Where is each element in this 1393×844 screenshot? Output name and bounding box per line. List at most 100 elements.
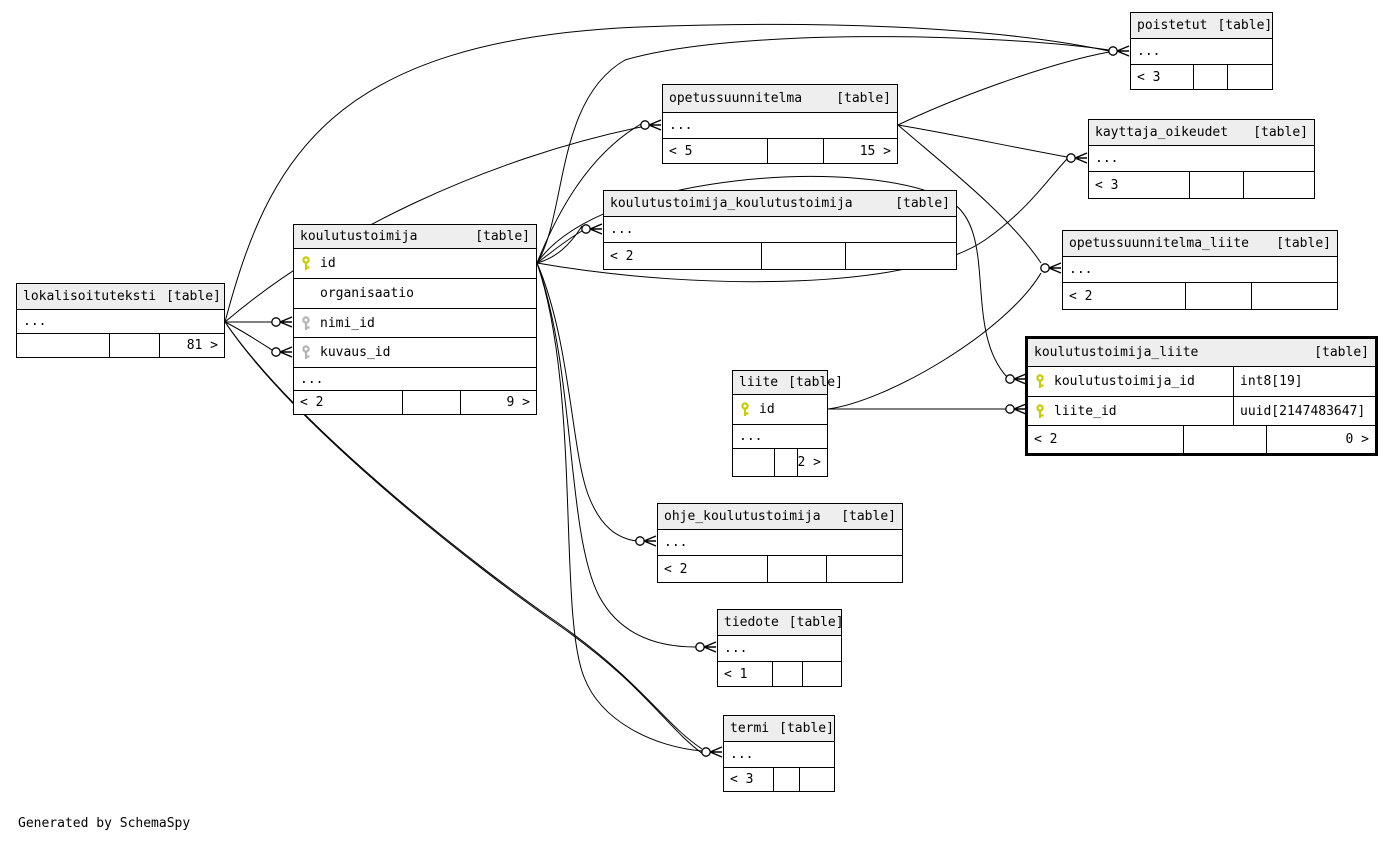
child-count bbox=[800, 768, 834, 791]
table-kayttaja_oikeudet[interactable]: kayttaja_oikeudet[table]...< 3 bbox=[1088, 119, 1315, 199]
crowfoot-arrow-icon bbox=[1074, 152, 1088, 164]
column-type: uuid[2147483647] bbox=[1233, 397, 1375, 425]
cardinality-circle-icon bbox=[640, 120, 650, 130]
crowfoot-arrow-icon bbox=[643, 535, 657, 547]
cardinality-circle-icon bbox=[1108, 46, 1118, 56]
relationship-edge-lokalisoituteksti-to-koulutustoimija.kuvaus_id bbox=[224, 321, 273, 351]
footer-mid-cell bbox=[774, 768, 800, 791]
table-header-koulutustoimija: koulutustoimija [table] bbox=[294, 225, 536, 249]
relationship-edge-koulutustoimija.id-to-koulutustoimija_koulutustoimija bbox=[536, 230, 583, 264]
table-header-opetussuunnitelma_liite: opetussuunnitelma_liite[table] bbox=[1063, 231, 1337, 257]
column-name: kuvaus_id bbox=[320, 345, 391, 360]
child-count bbox=[1228, 65, 1272, 89]
table-koulutustoimija_koulutustoimija[interactable]: koulutustoimija_koulutustoimija[table]..… bbox=[603, 190, 957, 270]
child-count: 81 > bbox=[186, 338, 218, 353]
table-header-kayttaja_oikeudet: kayttaja_oikeudet [table] bbox=[1089, 120, 1314, 146]
table-name: liite bbox=[739, 375, 779, 390]
crowfoot-arrow-icon bbox=[703, 641, 717, 653]
table-header-poistetut: poistetut[table] bbox=[1131, 13, 1272, 39]
footer-mid-cell bbox=[775, 449, 798, 476]
table-tag: [table] bbox=[1253, 125, 1308, 140]
foreign-key-icon bbox=[300, 315, 320, 331]
foreign-key-icon bbox=[300, 345, 320, 360]
table-name: opetussuunnitelma_liite bbox=[1069, 236, 1250, 251]
column-type: int8[19] bbox=[1233, 367, 1375, 396]
parent-count: < 2 bbox=[604, 243, 762, 269]
child-count bbox=[846, 243, 956, 269]
footer-mid-cell bbox=[1194, 65, 1228, 89]
child-count bbox=[827, 556, 902, 582]
footer-mid-cell bbox=[762, 243, 846, 269]
ellipsis-label: ... bbox=[300, 371, 324, 387]
ellipsis-label: ... bbox=[730, 747, 754, 762]
table-header-lokalisoituteksti: lokalisoituteksti[table] bbox=[17, 284, 224, 310]
row-ellipsis: ... bbox=[1131, 39, 1272, 65]
parent-count: < 2 bbox=[294, 391, 403, 414]
table-footer-tiedote: < 1 bbox=[718, 662, 841, 686]
parent-count bbox=[733, 449, 775, 476]
crowfoot-arrow-icon bbox=[1013, 373, 1027, 385]
relationship-edge-koulutustoimija.id-to-ohje_koulutustoimija bbox=[536, 262, 637, 542]
table-lokalisoituteksti[interactable]: lokalisoituteksti[table]...81 > bbox=[16, 283, 225, 358]
table-footer-koulutustoimija_koulutustoimija: < 2 bbox=[604, 243, 956, 269]
table-name: kayttaja_oikeudet bbox=[1095, 125, 1229, 140]
ellipsis-label: ... bbox=[669, 118, 693, 133]
relationship-edge-opetussuunnitelma-to-opetussuunnitelma_liite bbox=[897, 124, 1042, 264]
ellipsis-label: ... bbox=[1069, 262, 1093, 277]
column-row-liite_id: liite_id uuid[2147483647] bbox=[1028, 397, 1375, 426]
relationship-edge-liite.id-to-opetussuunnitelma_liite bbox=[827, 272, 1042, 410]
crowfoot-arrow-icon bbox=[1116, 45, 1130, 57]
table-poistetut[interactable]: poistetut[table]...< 3 bbox=[1130, 12, 1273, 90]
ellipsis-label: ... bbox=[739, 429, 763, 444]
footer-mid-cell bbox=[1186, 283, 1252, 309]
column-row-id: id bbox=[294, 249, 536, 279]
table-liite[interactable]: liite[table]id...2 > bbox=[732, 370, 843, 477]
table-footer-poistetut: < 3 bbox=[1131, 65, 1272, 89]
column-name: id bbox=[320, 256, 336, 271]
child-count bbox=[803, 662, 841, 686]
table-tiedote[interactable]: tiedote[table]... < 1 bbox=[717, 609, 844, 687]
table-header-liite: liite[table] bbox=[733, 371, 843, 395]
table-name: lokalisoituteksti bbox=[23, 289, 157, 304]
relationship-edge-koulutustoimija.id-to-tiedote bbox=[536, 262, 697, 648]
table-header-tiedote: tiedote[table] bbox=[718, 610, 844, 636]
table-koulutustoimija_liite[interactable]: koulutustoimija_liite[table]koulutustoim… bbox=[1025, 336, 1378, 456]
table-name: tiedote bbox=[724, 615, 779, 630]
column-name: liite_id bbox=[1054, 403, 1117, 419]
column-name: organisaatio bbox=[320, 286, 414, 301]
generator-credit: Generated by SchemaSpy bbox=[18, 816, 191, 831]
table-footer-lokalisoituteksti: 81 > bbox=[17, 334, 224, 357]
column-row-kuvaus_id: kuvaus_id bbox=[294, 338, 536, 368]
table-ohje_koulutustoimija[interactable]: ohje_koulutustoimija[table]...< 2 bbox=[657, 503, 903, 583]
crowfoot-arrow-icon bbox=[648, 119, 662, 131]
primary-key-icon bbox=[300, 256, 320, 271]
parent-count: < 1 bbox=[718, 662, 773, 686]
table-opetussuunnitelma_liite[interactable]: opetussuunnitelma_liite[table]...< 2 bbox=[1062, 230, 1338, 310]
child-count: 0 > bbox=[1345, 432, 1369, 447]
row-ellipsis: ... bbox=[1089, 146, 1314, 172]
table-name: poistetut bbox=[1137, 18, 1208, 33]
table-name: termi bbox=[730, 721, 770, 736]
footer-mid-cell bbox=[403, 391, 461, 414]
child-count: 15 > bbox=[859, 143, 891, 159]
table-footer-ohje_koulutustoimija: < 2 bbox=[658, 556, 902, 582]
row-ellipsis: ... bbox=[724, 742, 834, 768]
crowfoot-arrow-icon bbox=[1013, 403, 1027, 415]
table-name: koulutustoimija bbox=[300, 229, 418, 244]
child-count bbox=[1244, 172, 1314, 198]
table-termi[interactable]: termi[table]...< 3 bbox=[723, 715, 835, 792]
relationship-edge-koulutustoimija.id-to-termi bbox=[536, 262, 703, 752]
table-name: ohje_koulutustoimija bbox=[664, 509, 821, 524]
parent-count: < 3 bbox=[1131, 65, 1194, 89]
column-name: id bbox=[759, 402, 775, 417]
ellipsis-label: ... bbox=[1095, 151, 1119, 166]
table-tag: [table] bbox=[841, 509, 896, 524]
ellipsis-label: ... bbox=[724, 641, 748, 656]
table-tag: [table] bbox=[475, 229, 530, 244]
